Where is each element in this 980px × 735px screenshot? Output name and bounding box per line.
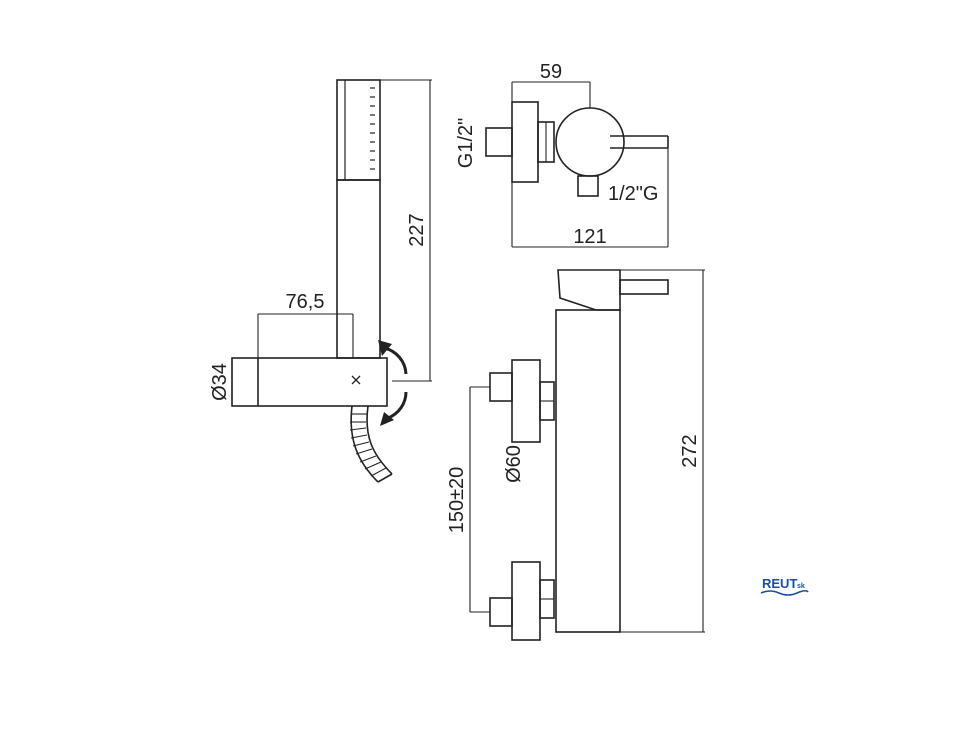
flange-top bbox=[511, 101, 539, 183]
label-150: 150±20 bbox=[446, 467, 468, 534]
wall-holder bbox=[231, 357, 388, 407]
dim-121-lines bbox=[511, 148, 669, 248]
label-inlet-thread: G1/2" bbox=[455, 118, 477, 168]
svg-text:sk: sk bbox=[797, 583, 805, 590]
dim-272-lines bbox=[620, 269, 705, 633]
svg-text:REUT: REUT bbox=[762, 576, 797, 591]
label-227: 227 bbox=[406, 213, 428, 246]
handshower-handle bbox=[336, 179, 381, 359]
label-diameter-34: Ø34 bbox=[209, 363, 231, 401]
lever-handle bbox=[557, 269, 621, 311]
mixer-top-view bbox=[485, 81, 669, 248]
rotation-arrows bbox=[378, 340, 408, 426]
mixer-body-top bbox=[555, 107, 625, 177]
label-outlet-thread: 1/2"G bbox=[608, 183, 658, 205]
spray-nozzles bbox=[370, 87, 375, 170]
label-76-5: 76,5 bbox=[286, 291, 325, 313]
reut-logo: REUT sk bbox=[760, 576, 809, 596]
label-diameter-60: Ø60 bbox=[503, 445, 525, 483]
handshower-assembly bbox=[231, 79, 432, 483]
label-272: 272 bbox=[679, 434, 701, 467]
dim-150-lines bbox=[469, 386, 490, 613]
outlet-connector-top bbox=[577, 175, 599, 197]
label-59: 59 bbox=[540, 61, 562, 83]
dim-76-5-lines bbox=[257, 313, 354, 358]
mixer-side-view bbox=[469, 269, 705, 641]
mixer-body-side bbox=[555, 309, 621, 633]
logo-wave-icon bbox=[760, 589, 809, 596]
handshower-head bbox=[336, 79, 381, 181]
upper-flange bbox=[511, 359, 541, 443]
inlet-connector-top bbox=[485, 127, 513, 157]
label-121: 121 bbox=[573, 226, 606, 248]
lower-flange bbox=[511, 561, 541, 641]
shower-hose bbox=[349, 405, 393, 483]
dim-59-lines bbox=[511, 81, 591, 108]
dim-227-lines bbox=[380, 79, 432, 382]
